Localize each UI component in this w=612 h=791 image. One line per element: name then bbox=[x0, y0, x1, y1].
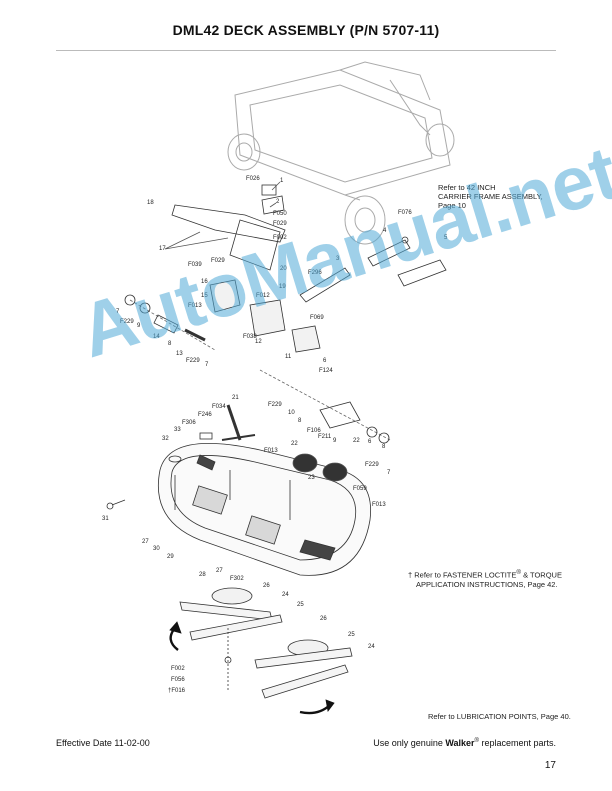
part-callout: 15 bbox=[201, 293, 208, 299]
part-callout: 21 bbox=[232, 395, 239, 401]
part-callout: F026 bbox=[246, 176, 260, 182]
part-callout: 7 bbox=[205, 362, 209, 368]
brand-name: Walker bbox=[445, 738, 475, 748]
part-callout: 14 bbox=[153, 334, 160, 340]
registered-mark: ® bbox=[516, 569, 521, 576]
note-line: & TORQUE bbox=[520, 570, 562, 580]
lubrication-reference-note: Refer to LUBRICATION POINTS, Page 40. bbox=[428, 712, 571, 721]
note-line: Page 10 bbox=[438, 201, 466, 210]
part-callout: 9 bbox=[333, 438, 337, 444]
notice-prefix: Use only genuine bbox=[373, 738, 446, 748]
part-callout: 22 bbox=[291, 441, 298, 447]
part-callout: 3 bbox=[336, 256, 340, 262]
part-callout: 6 bbox=[323, 358, 327, 364]
part-callout: F056 bbox=[171, 677, 185, 683]
part-callout: F038 bbox=[243, 334, 257, 340]
page-title: DML42 DECK ASSEMBLY (P/N 5707-11) bbox=[172, 22, 440, 38]
part-callout: F029 bbox=[273, 221, 287, 227]
part-callout: F076 bbox=[398, 210, 412, 216]
part-callout: 12 bbox=[255, 339, 262, 345]
part-callout: 7 bbox=[116, 309, 120, 315]
part-callout: 17 bbox=[159, 246, 166, 252]
part-callout: F302 bbox=[230, 576, 244, 582]
part-callout: 19 bbox=[279, 284, 286, 290]
mower-deck-drawing bbox=[158, 442, 372, 576]
part-callout: 25 bbox=[297, 602, 304, 608]
part-callout: F106 bbox=[307, 428, 321, 434]
part-callout: F002 bbox=[273, 235, 287, 241]
part-callout: 25 bbox=[348, 632, 355, 638]
part-callout: F306 bbox=[182, 420, 196, 426]
part-callout: 16 bbox=[201, 279, 208, 285]
part-callout: 20 bbox=[280, 266, 287, 272]
part-callout: 5 bbox=[444, 235, 448, 241]
part-callout: 32 bbox=[162, 436, 169, 442]
part-callout: 18 bbox=[147, 200, 154, 206]
part-callout: F039 bbox=[188, 262, 202, 268]
page-number: 17 bbox=[544, 760, 556, 771]
part-callout: 26 bbox=[320, 616, 327, 622]
note-line: APPLICATION INSTRUCTIONS, Page 42. bbox=[416, 579, 558, 589]
part-callout: F069 bbox=[310, 315, 324, 321]
part-callout: F246 bbox=[198, 412, 212, 418]
part-callout: F229 bbox=[186, 358, 200, 364]
part-callout: 23 bbox=[308, 475, 315, 481]
title-divider bbox=[56, 50, 556, 51]
part-callout: F029 bbox=[211, 258, 225, 264]
carrier-frame-drawing bbox=[227, 61, 455, 245]
part-callout: 10 bbox=[288, 410, 295, 416]
registered-mark: ® bbox=[474, 738, 479, 744]
part-callout: 27 bbox=[142, 539, 149, 545]
part-callout: 2 bbox=[276, 199, 280, 205]
part-callout: 8 bbox=[168, 341, 172, 347]
part-callout: F296 bbox=[308, 270, 322, 276]
part-callout: 31 bbox=[102, 516, 109, 522]
part-callout: F012 bbox=[256, 293, 270, 299]
mower-blades-drawing bbox=[179, 587, 353, 699]
part-callout: F002 bbox=[171, 666, 185, 672]
part-callout: 26 bbox=[263, 583, 270, 589]
fastener-loctite-note: † Refer to FASTENER LOCTITE® & TORQUE AP… bbox=[408, 568, 568, 589]
part-callout: 33 bbox=[174, 427, 181, 433]
note-line: † Refer to FASTENER LOCTITE bbox=[408, 570, 517, 580]
part-callout: F124 bbox=[319, 368, 333, 374]
part-callout: 8 bbox=[298, 418, 302, 424]
part-callout: F211 bbox=[318, 434, 332, 440]
part-callout: F013 bbox=[372, 502, 386, 508]
genuine-parts-notice: Use only genuine Walker® replacement par… bbox=[373, 738, 556, 748]
part-callout: 6 bbox=[368, 439, 372, 445]
part-callout: 13 bbox=[176, 351, 183, 357]
carrier-frame-reference-note: Refer to 42 INCH CARRIER FRAME ASSEMBLY,… bbox=[438, 183, 558, 210]
part-callout: 30 bbox=[153, 546, 160, 552]
note-line: CARRIER FRAME ASSEMBLY, bbox=[438, 192, 543, 201]
part-callout: F229 bbox=[268, 402, 282, 408]
part-callout: F013 bbox=[188, 303, 202, 309]
part-callout: F034 bbox=[212, 404, 226, 410]
notice-suffix: replacement parts. bbox=[478, 738, 556, 748]
part-callout: F050 bbox=[273, 211, 287, 217]
part-callout: 1 bbox=[280, 178, 284, 184]
part-callout: F013 bbox=[264, 448, 278, 454]
part-callout: F059 bbox=[353, 486, 367, 492]
part-callout: 24 bbox=[282, 592, 289, 598]
part-callout: 4 bbox=[383, 228, 387, 234]
part-callout: F229 bbox=[120, 319, 134, 325]
part-callout: 24 bbox=[368, 644, 375, 650]
part-callout: 7 bbox=[387, 470, 391, 476]
part-callout: 9 bbox=[137, 323, 141, 329]
note-line: Refer to 42 INCH bbox=[438, 183, 496, 192]
part-callout: 22 bbox=[353, 438, 360, 444]
part-callout: 28 bbox=[199, 572, 206, 578]
part-callout: F229 bbox=[365, 462, 379, 468]
part-callout: 11 bbox=[285, 354, 292, 360]
part-callout: 27 bbox=[216, 568, 223, 574]
part-callout: 8 bbox=[382, 444, 386, 450]
part-callout: 29 bbox=[167, 554, 174, 560]
effective-date: Effective Date 11-02-00 bbox=[56, 738, 150, 748]
part-callout: †F016 bbox=[168, 688, 186, 694]
